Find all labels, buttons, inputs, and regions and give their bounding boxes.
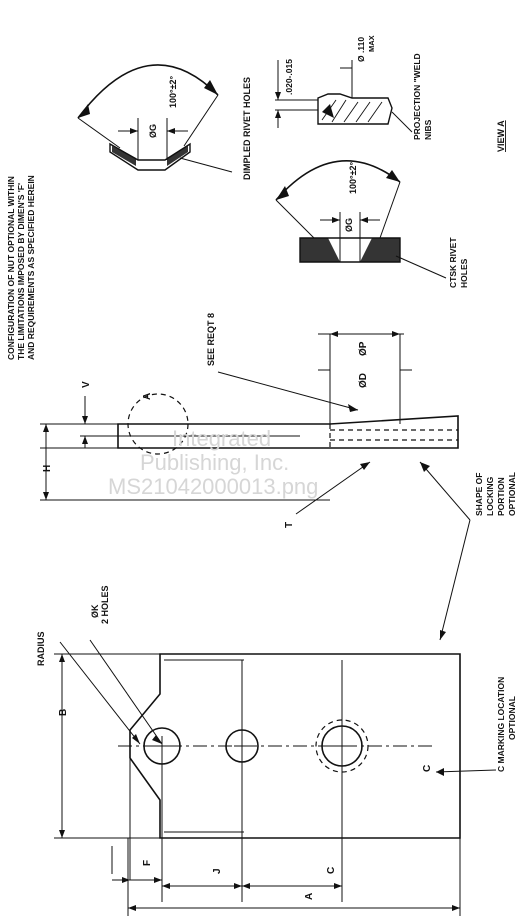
weld-nib-detail: .020-.015 Ø .110 MAX PROJECTION "WELD NI… bbox=[275, 35, 433, 140]
shape-label-1: SHAPE OF bbox=[474, 473, 484, 516]
dim-b: B bbox=[58, 709, 69, 716]
marking-c: C bbox=[422, 765, 433, 772]
dia-110: Ø .110 bbox=[356, 37, 366, 62]
projection-label-2: NIBS bbox=[423, 119, 433, 140]
projection-label-1: PROJECTION "WELD bbox=[412, 53, 422, 140]
shape-label-3: PORTION bbox=[496, 477, 506, 516]
see-reqt-8: SEE REQT 8 bbox=[206, 313, 216, 366]
dia-k: ØK bbox=[90, 604, 100, 618]
dia-g-dimpled: ØG bbox=[148, 124, 158, 138]
marking-location-2: OPTIONAL bbox=[507, 696, 517, 740]
note-line-3: AND REQUIREMENTS AS SPECIFIED HEREIN bbox=[26, 175, 36, 360]
dim-f: F bbox=[142, 860, 153, 866]
dim-h: H bbox=[42, 465, 53, 472]
note-line-2: THE LIMITATIONS IMPOSED BY DIMEN'S 'F' bbox=[16, 183, 26, 360]
thickness-range: .020-.015 bbox=[284, 59, 294, 95]
note-line-1: CONFIGURATION OF NUT OPTIONAL WITHIN bbox=[6, 176, 16, 360]
radius-label: RADIUS bbox=[36, 631, 46, 666]
dim-v: V bbox=[81, 381, 92, 388]
configuration-notes: CONFIGURATION OF NUT OPTIONAL WITHIN THE… bbox=[6, 175, 36, 360]
front-view: RADIUS ØK 2 HOLES B F J C A bbox=[36, 585, 517, 916]
angle-ctsk: 100°±2° bbox=[348, 161, 358, 194]
dim-t: T bbox=[284, 522, 295, 528]
watermark-line-2: Publishing, Inc. bbox=[140, 450, 289, 475]
ctsk-label-2: HOLES bbox=[459, 258, 469, 288]
view-a-label: VIEW A bbox=[496, 120, 506, 152]
shape-label-4: OPTIONAL bbox=[507, 472, 517, 516]
dia-p: ØP bbox=[358, 341, 369, 356]
dimpled-rivet-detail: 100°±2° ØG DIMPLED RIVET HOLES bbox=[77, 64, 252, 180]
watermark: Integrated Publishing, Inc. MS2104200001… bbox=[108, 426, 318, 499]
view-a-callout: A bbox=[142, 393, 153, 400]
marking-location-1: C MARKING LOCATION bbox=[496, 677, 506, 772]
dia-g-ctsk: ØG bbox=[344, 218, 354, 232]
ctsk-label-1: CTSK RIVET bbox=[448, 237, 458, 288]
dim-a: A bbox=[304, 893, 315, 900]
dimpled-rivet-holes-label: DIMPLED RIVET HOLES bbox=[242, 77, 252, 180]
dim-c: C bbox=[326, 867, 337, 874]
watermark-line-1: Integrated bbox=[172, 426, 271, 451]
dia-d: ØD bbox=[358, 373, 369, 388]
dim-j: J bbox=[212, 868, 223, 874]
angle-dimpled: 100°±2° bbox=[168, 75, 178, 108]
ctsk-rivet-detail: 100°±2° ØG CTSK RIVET HOLES bbox=[275, 160, 469, 288]
dia-110-max: MAX bbox=[367, 35, 376, 52]
watermark-line-3: MS21042000013.png bbox=[108, 474, 318, 499]
two-holes: 2 HOLES bbox=[100, 585, 110, 624]
side-view: A V H ØD ØP SEE REQT 8 T bbox=[40, 313, 517, 641]
shape-label-2: LOCKING bbox=[485, 476, 495, 516]
